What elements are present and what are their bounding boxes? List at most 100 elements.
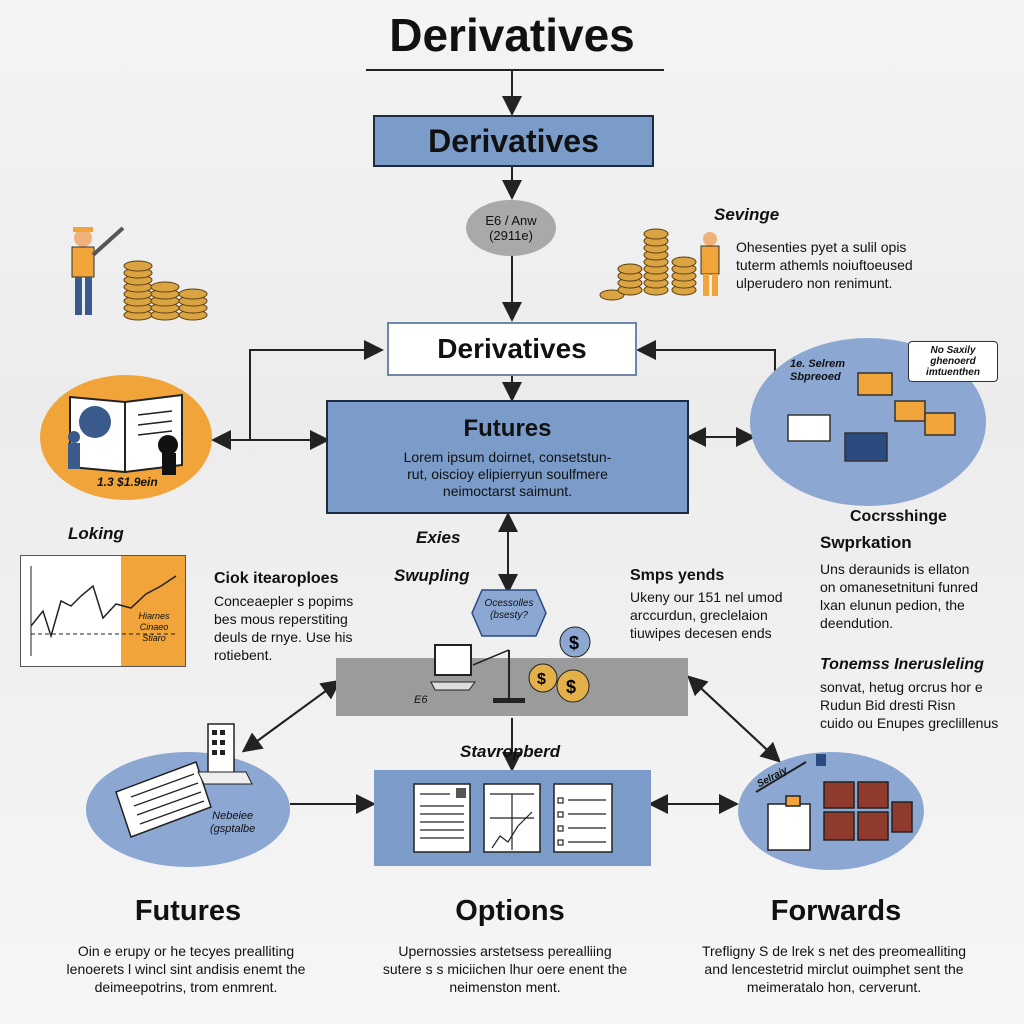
ciok-line: bes mous reperstiting xyxy=(214,611,348,627)
sevinge-line: ulperudero non renimunt. xyxy=(736,275,893,291)
right-circle-caption-line: Sbpreoed xyxy=(790,371,841,383)
options-desc-line: neimenston ment. xyxy=(449,979,561,995)
bottom-center-box[interactable] xyxy=(374,770,651,866)
page-title: Derivatives xyxy=(389,9,635,61)
futures-description: Oin e erupy or he tecyes prealliting len… xyxy=(36,942,336,996)
tonemss-line: cuido ou Enupes greclillenus xyxy=(820,715,999,731)
platform-label: E6 xyxy=(414,694,428,706)
sevinge-line: Ohesenties pyet a sulil opis xyxy=(736,239,907,255)
chart-orange-band xyxy=(121,556,185,666)
tonemss-heading: Tonemss Inerusleling xyxy=(820,656,984,673)
derivatives-top-box[interactable]: Derivatives xyxy=(373,115,654,167)
smps-text: Ukeny our 151 nel umod arccurdun, grecle… xyxy=(630,588,783,642)
forwards-desc-line: and lencestetrid mirclut ouimphet sent t… xyxy=(704,961,964,977)
bottom-left-circle-line: Nebeiee xyxy=(212,810,254,822)
hexagon-shape xyxy=(471,589,547,637)
swprkation-heading: Swprkation xyxy=(820,533,912,552)
smps-heading: Smps yends xyxy=(630,567,725,584)
corrsshinge-line: lxan elunun pedion, the xyxy=(820,597,965,613)
chart-line-icon xyxy=(30,566,177,656)
exies-label: Exies xyxy=(416,528,461,547)
futures-box-line: rut, oiscioy elipierryun soulfmere xyxy=(407,465,608,482)
left-orange-circle[interactable]: 1.3 $1.9ein xyxy=(40,375,212,500)
futures-desc-line: lenoerets l wincl sint andisis enemt the xyxy=(66,961,306,977)
loking-label: Loking xyxy=(68,524,124,543)
chart-tags: Hiarnes Cinaeo Stiaro xyxy=(125,611,183,644)
options-description: Upernossies arstetsess perealliing suter… xyxy=(355,942,655,996)
tonemss-line: sonvat, hetug orcrus hor e xyxy=(820,679,983,695)
smps-line: tiuwipes decesen ends xyxy=(630,625,772,641)
bottom-right-circle[interactable]: Selraiy xyxy=(738,752,924,870)
computer-coins-icon: $ $ $ xyxy=(430,626,591,703)
futures-box-line: neimoctarst saimunt. xyxy=(442,482,573,499)
ciok-text: Conceaepler s popims bes mous reperstiti… xyxy=(214,592,353,664)
futures-box-line: Lorem ipsum doirnet, consetstun- xyxy=(403,448,612,465)
derivatives-mid-box[interactable]: Derivatives xyxy=(387,322,637,376)
stavropberd-label: Stavropberd xyxy=(460,742,561,761)
swupling-label: Swupling xyxy=(394,566,470,585)
derivatives-mid-label: Derivatives xyxy=(437,333,587,364)
derivatives-top-label: Derivatives xyxy=(428,122,599,159)
options-title: Options xyxy=(455,895,565,927)
sevinge-line: tuterm athemls noiuftoeused xyxy=(736,257,913,273)
book-readers-icon xyxy=(68,393,183,475)
right-circle-caption-line: 1e. Selrem xyxy=(790,358,846,370)
smps-line: Ukeny our 151 nel umod xyxy=(630,589,783,605)
oval-line1: E6 / Anw xyxy=(485,213,537,228)
hexagon-line: Ocessolles xyxy=(484,598,534,609)
right-blue-circle[interactable]: 1e. Selrem Sbpreoed No Saxily ghenoerd i… xyxy=(750,338,998,506)
left-circle-label: 1.3 $1.9ein xyxy=(97,475,158,489)
hexagon-label: Ocessolles (bsesty? xyxy=(470,598,548,622)
speech-bubble-line: No Saxily xyxy=(930,345,976,356)
ciok-heading: Ciok itearoploes xyxy=(214,570,339,587)
options-desc-line: Upernossies arstetsess perealliing xyxy=(398,943,612,959)
forwards-title: Forwards xyxy=(770,895,902,927)
bottom-left-circle-line: (gsptalbe xyxy=(210,823,256,835)
ciok-line: rotiebent. xyxy=(214,647,273,663)
svg-text:$: $ xyxy=(537,671,546,688)
gray-oval: E6 / Anw (2911e) xyxy=(466,200,556,256)
sevinge-text: Ohesenties pyet a sulil opis tuterm athe… xyxy=(736,238,913,292)
sevinge-heading: Sevinge xyxy=(714,205,780,224)
futures-desc-line: Oin e erupy or he tecyes prealliting xyxy=(77,943,295,959)
corrsshinge-line: on omanesetnituni funred xyxy=(820,579,978,595)
boxes-icon xyxy=(787,372,956,462)
line-chart-panel: Hiarnes Cinaeo Stiaro xyxy=(20,555,186,667)
futures-title: Futures xyxy=(134,895,242,927)
ciok-line: Conceaepler s popims xyxy=(214,593,354,609)
corrsshinge-heading: Cocrsshinge xyxy=(850,508,947,525)
bottom-left-circle-label: Nebeiee (gsptalbe xyxy=(210,810,255,836)
forwards-desc-line: Trefligny S de lrek s net des preomealli… xyxy=(701,943,967,959)
chart-tag: Stiaro xyxy=(142,633,166,643)
speech-bubble: No Saxily ghenoerd imtuenthen xyxy=(908,341,998,382)
chart-tag: Hiarnes xyxy=(138,611,170,621)
corrsshinge-line: Uns deraunids is ellaton xyxy=(820,561,970,577)
documents-icon xyxy=(412,783,613,853)
coins-worker-illustration xyxy=(599,228,720,301)
tonemss-line: Rudun Bid dresti Risn xyxy=(820,697,956,713)
svg-text:$: $ xyxy=(566,677,576,697)
forwards-description: Trefligny S de lrek s net des preomealli… xyxy=(684,942,984,996)
documents-calculator-icon xyxy=(115,723,253,838)
futures-desc-line: deimeepotrins, trom enmrent. xyxy=(94,979,278,995)
tonemss-text: sonvat, hetug orcrus hor e Rudun Bid dre… xyxy=(820,678,998,732)
chart-tag: Cinaeo xyxy=(139,622,169,632)
speech-bubble-line: imtuenthen xyxy=(926,367,980,378)
svg-text:$: $ xyxy=(569,633,579,653)
forwards-desc-line: meimeratalo hon, cerverunt. xyxy=(746,979,922,995)
storage-boxes-icon xyxy=(755,754,913,851)
futures-box[interactable]: Futures Lorem ipsum doirnet, consetstun-… xyxy=(326,400,689,514)
ciok-line: deuls de rnye. Use his xyxy=(214,629,353,645)
corrsshinge-line: deendution. xyxy=(820,615,894,631)
worker-coins-illustration xyxy=(71,226,208,321)
right-circle-caption: 1e. Selrem Sbpreoed xyxy=(790,358,845,384)
smps-line: arccurdun, greclelaion xyxy=(630,607,768,623)
hexagon-line: (bsesty? xyxy=(490,610,528,621)
speech-bubble-line: ghenoerd xyxy=(930,356,976,367)
bottom-left-circle[interactable]: Nebeiee (gsptalbe xyxy=(86,723,290,867)
options-desc-line: sutere s s miciichen lhur oere enent the xyxy=(382,961,628,977)
gray-platform[interactable] xyxy=(336,658,688,716)
oval-line2: (2911e) xyxy=(489,228,533,243)
corrsshinge-text: Uns deraunids is ellaton on omanesetnitu… xyxy=(820,560,978,632)
